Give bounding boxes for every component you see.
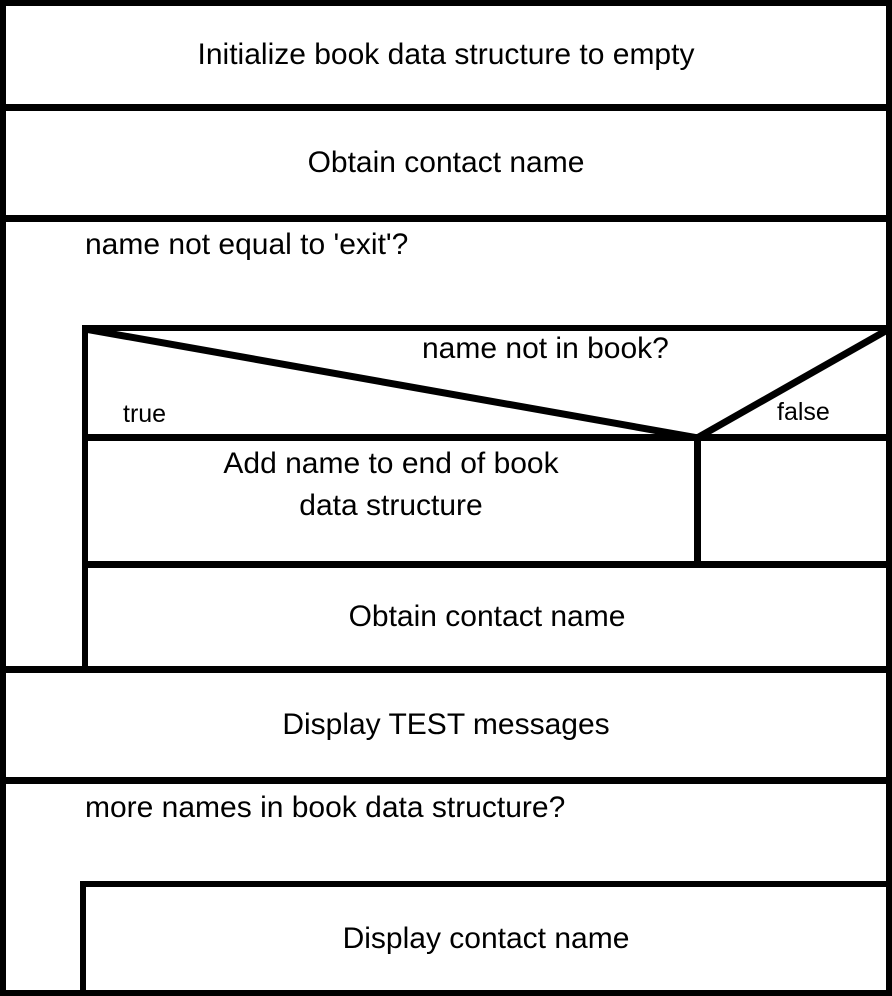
while-name-not-exit-condition: name not equal to 'exit'? <box>85 228 409 261</box>
loop2-box-top-border <box>80 881 892 887</box>
loop2-body-left-border <box>80 881 86 996</box>
block-add-name-line-1: Add name to end of book <box>223 447 559 480</box>
if-branch-divider <box>694 434 701 568</box>
divider-while-test <box>0 666 892 673</box>
outer-border-right <box>886 0 892 996</box>
if-name-not-in-book-condition: name not in book? <box>422 332 669 365</box>
if-header-bottom-border <box>82 434 892 441</box>
divider-addname-obtain <box>82 561 892 568</box>
outer-border-left <box>0 0 6 996</box>
if-diagonal-left <box>84 325 699 442</box>
block-initialize: Initialize book data structure to empty <box>197 38 695 71</box>
if-false-branch-empty <box>701 441 886 561</box>
if-header-diagonals <box>84 325 891 442</box>
block-obtain-contact-2: Obtain contact name <box>348 600 626 633</box>
block-obtain-contact-1: Obtain contact name <box>307 146 585 179</box>
divider-init-obtain <box>0 104 892 111</box>
if-false-label: false <box>777 398 830 426</box>
outer-border-bottom <box>0 990 892 996</box>
while-more-names-condition: more names in book data structure? <box>85 791 566 824</box>
outer-border-top <box>0 0 892 6</box>
divider-obtain-while <box>0 215 892 222</box>
if-diagonal-right <box>695 325 891 442</box>
loop1-body-left-border <box>82 325 88 673</box>
block-add-name: Add name to end of book data structure <box>88 443 694 561</box>
divider-test-while2 <box>0 777 892 784</box>
if-box-top-border <box>82 325 892 331</box>
block-add-name-line-2: data structure <box>299 489 483 522</box>
if-true-label: true <box>123 400 167 428</box>
block-display-contact-name: Display contact name <box>342 921 630 955</box>
block-display-test-messages: Display TEST messages <box>282 708 610 741</box>
